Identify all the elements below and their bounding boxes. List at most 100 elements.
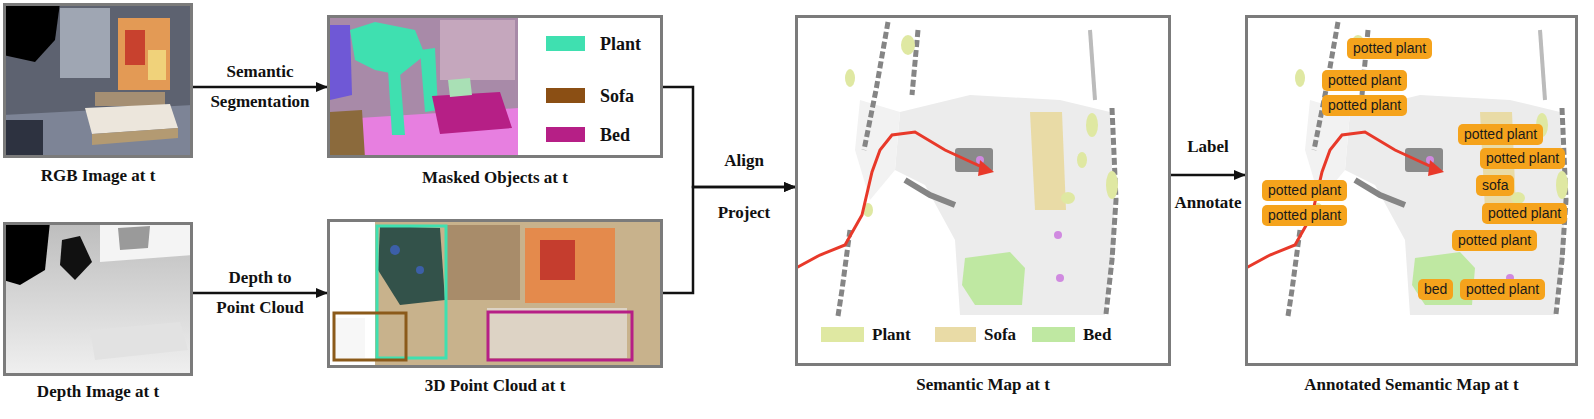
illustration-shape: [334, 313, 406, 360]
image-panel: Semantic Map at t: [795, 15, 1171, 366]
illustration-shape: [60, 236, 92, 280]
illustration-shape: [3, 105, 193, 158]
legend-text: Bed: [600, 125, 630, 145]
legend-swatch: [546, 36, 585, 51]
illustration-shape: [3, 222, 50, 285]
illustration-shape: [1086, 113, 1098, 137]
legend-swatch: [935, 327, 976, 342]
illustration-shape: [350, 22, 425, 75]
illustration-shape: [1054, 231, 1062, 239]
illustration-shape: [92, 128, 178, 145]
segmentation-image: [327, 15, 661, 158]
flow-arrow: [663, 87, 795, 187]
illustration-shape: [845, 69, 855, 87]
flow-arrow: [663, 187, 795, 293]
illustration-shape: [388, 70, 405, 135]
edge-label: Depth to Point Cloud: [210, 263, 310, 323]
illustration-shape: [3, 3, 193, 158]
illustration-shape: [962, 252, 1025, 305]
illustration-shape: [118, 18, 170, 90]
label-tag: bed: [1418, 279, 1453, 300]
legend-text: Plant: [872, 325, 911, 345]
flow-arrow: [1171, 174, 1245, 177]
illustration-shape: [518, 18, 661, 155]
tag-text: potted plant: [1328, 97, 1401, 114]
rgb-image: [3, 3, 193, 158]
illustration-shape: [796, 132, 984, 268]
tag-text: bed: [1424, 281, 1447, 298]
label-tag: potted plant: [1322, 95, 1407, 116]
label-tag: potted plant: [1452, 230, 1537, 251]
tag-text: potted plant: [1464, 126, 1537, 143]
illustration-shape: [432, 92, 512, 134]
illustration-shape: [3, 120, 43, 158]
label-tag: potted plant: [1322, 70, 1407, 91]
illustration-shape: [440, 20, 515, 80]
label-tag: potted plant: [1480, 148, 1565, 169]
legend-swatch: [1032, 327, 1075, 342]
illustration-shape: [330, 222, 375, 366]
tag-text: potted plant: [1353, 40, 1426, 57]
edge-label: Label Annotate: [1168, 119, 1248, 231]
illustration-shape: [327, 219, 663, 368]
flow-arrow: [193, 292, 327, 295]
annotated-map-drawing: [1246, 22, 1568, 316]
illustration-shape: [95, 92, 165, 106]
image-panel: 3D Point Cloud at t: [327, 219, 663, 368]
legend-text: Plant: [600, 34, 641, 54]
illustration-shape: [3, 3, 60, 62]
tag-text: potted plant: [1328, 72, 1401, 89]
illustration-shape: [540, 240, 575, 280]
illustration-shape: [1061, 192, 1075, 204]
illustration-shape: [390, 245, 400, 255]
tag-text: potted plant: [1466, 281, 1539, 298]
illustration-shape: [377, 226, 446, 358]
illustration-shape: [90, 322, 188, 360]
illustration-shape: [118, 226, 150, 250]
tag-text: potted plant: [1268, 207, 1341, 224]
illustration-shape: [901, 35, 915, 55]
illustration-shape: [978, 160, 994, 176]
illustration-shape: [855, 100, 900, 200]
illustration-shape: [330, 110, 365, 158]
panel-caption: Masked Objects at t: [422, 168, 568, 188]
illustration-shape: [487, 308, 627, 358]
edge-label: Align Project: [704, 135, 784, 239]
semantic-map-drawing: [796, 22, 1118, 316]
illustration-shape: [445, 225, 520, 300]
panel-caption: RGB Image at t: [41, 166, 156, 186]
illustration-shape: [1106, 171, 1118, 199]
tag-text: potted plant: [1268, 182, 1341, 199]
label-tag: potted plant: [1458, 124, 1543, 145]
tag-text: potted plant: [1488, 205, 1561, 222]
illustration-shape: [100, 222, 193, 262]
tag-text: potted plant: [1486, 150, 1559, 167]
legend-swatch: [546, 127, 585, 142]
label-tag: potted plant: [1460, 279, 1545, 300]
tag-text: sofa: [1482, 177, 1508, 194]
illustration-shape: [488, 312, 632, 360]
panel-caption: Semantic Map at t: [916, 375, 1050, 395]
illustration-shape: [60, 8, 110, 78]
illustration-shape: [1077, 152, 1087, 168]
label-tag: potted plant: [1482, 203, 1567, 224]
point-cloud-image: [327, 219, 663, 368]
edge-label: Semantic Segmentation: [200, 57, 320, 117]
illustration-shape: [525, 228, 615, 303]
illustration-shape: [1030, 112, 1066, 210]
illustration-shape: [148, 50, 166, 80]
illustration-shape: [838, 230, 850, 316]
image-panel: Annotated Semantic Map at tpotted plantp…: [1245, 15, 1578, 366]
tag-text: potted plant: [1458, 232, 1531, 249]
panel-caption: Depth Image at t: [37, 382, 159, 402]
image-panel: RGB Image at t: [3, 3, 193, 158]
illustration-shape: [3, 222, 193, 376]
panel-caption: Annotated Semantic Map at t: [1304, 375, 1518, 395]
illustration-shape: [416, 266, 424, 274]
illustration-shape: [378, 226, 445, 305]
legend-text: Bed: [1083, 325, 1111, 345]
panel-caption: 3D Point Cloud at t: [425, 376, 566, 396]
illustration-shape: [1056, 274, 1064, 282]
image-panel: Depth Image at t: [3, 222, 193, 376]
